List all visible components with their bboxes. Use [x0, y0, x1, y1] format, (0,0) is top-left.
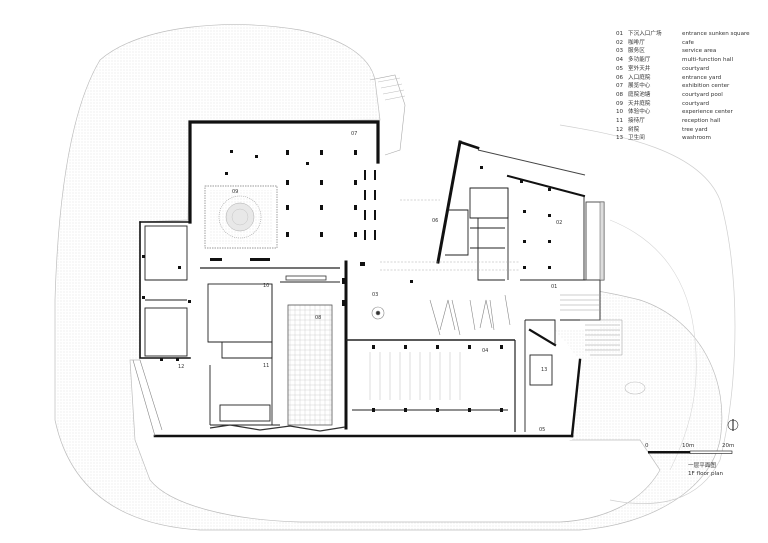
legend-num: 05: [616, 65, 624, 72]
legend-en: courtyard pool: [682, 91, 723, 98]
room-label-05: 05: [539, 427, 545, 433]
legend-item: 11 接待厅 reception hall: [616, 117, 750, 126]
columns: [142, 150, 551, 412]
tree-yard-edge: [132, 359, 163, 437]
room-label-11: 11: [263, 363, 269, 369]
legend-zh: 体验中心: [628, 109, 651, 116]
legend-item: 05 室外天井 courtyard: [616, 65, 750, 74]
legend-zh: 庭院池塘: [628, 91, 651, 98]
legend-item: 01 下沉入口广场 entrance sunken square: [616, 30, 750, 39]
legend-en: tree yard: [682, 126, 708, 133]
legend-zh: 接待厅: [628, 118, 645, 125]
caption-en: 1F floor plan: [688, 471, 724, 477]
legend-item: 08 庭院池塘 courtyard pool: [616, 91, 750, 100]
dashed-lines: [380, 199, 520, 271]
legend-zh: 咖啡厅: [628, 39, 645, 46]
legend-item: 02 咖啡厅 cafe: [616, 39, 750, 48]
legend-num: 12: [616, 126, 624, 133]
legend-en: experience center: [682, 109, 733, 116]
legend-num: 08: [616, 91, 624, 98]
exterior-walls: [139, 120, 586, 438]
legend-item: 07 展览中心 exhibition center: [616, 82, 750, 91]
legend-num: 13: [616, 135, 624, 142]
legend-zh: 树院: [628, 126, 640, 133]
pool-edge: [285, 275, 327, 281]
room-labels: 01 02 03 04 05 06 07 08 09 10 11 12 13: [178, 131, 562, 433]
legend-item: 12 树院 tree yard: [616, 126, 750, 135]
room-label-07: 07: [351, 131, 357, 137]
legend-num: 07: [616, 83, 624, 90]
legend-item: 03 服务区 service area: [616, 47, 750, 56]
legend-zh: 服务区: [628, 48, 645, 55]
sunken-square-stairs: [560, 294, 623, 356]
room-label-10: 10: [263, 283, 269, 289]
drawing-caption: 一层平面图 1F floor plan: [688, 462, 723, 478]
legend-item: 10 体验中心 experience center: [616, 108, 750, 117]
legend-num: 04: [616, 57, 624, 64]
scale-label-20m: 20m: [722, 443, 734, 449]
scale-bar: 0 10m 20m: [645, 443, 734, 454]
legend-item: 09 天井庭院 courtyard: [616, 100, 750, 109]
legend-en: washroom: [682, 135, 711, 142]
site-boundary-east-inner: [609, 219, 697, 471]
legend-num: 06: [616, 74, 624, 81]
legend-zh: 卫生间: [628, 135, 645, 142]
legend-zh: 天井庭院: [628, 100, 651, 107]
legend-en: courtyard: [682, 65, 710, 72]
room-label-08: 08: [315, 315, 321, 321]
room-label-03: 03: [372, 292, 378, 298]
legend-num: 11: [616, 118, 624, 125]
room-label-06: 06: [432, 218, 438, 224]
legend-item: 04 多功能厅 multi-function hall: [616, 56, 750, 65]
courtyard-09: [204, 185, 278, 249]
legend-item: 06 入口庭院 entrance yard: [616, 74, 750, 83]
scale-label-10m: 10m: [682, 443, 694, 449]
hall-seating: [369, 352, 461, 400]
room-label-01: 01: [551, 284, 557, 290]
legend-zh: 入口庭院: [628, 74, 651, 81]
room-label-04: 04: [482, 348, 488, 354]
legend-en: entrance yard: [682, 74, 722, 81]
cafe-glazing: [477, 149, 605, 281]
legend-num: 10: [616, 109, 624, 116]
landscape-ellipse: [624, 381, 646, 395]
legend-num: 02: [616, 39, 624, 46]
legend-zh: 下沉入口广场: [628, 31, 662, 37]
legend-zh: 室外天井: [628, 65, 651, 72]
ramp-lines: [377, 77, 406, 101]
room-label-13: 13: [541, 367, 547, 373]
scale-label-0: 0: [645, 443, 649, 449]
room-label-02: 02: [556, 220, 562, 226]
legend-en: courtyard: [682, 100, 710, 107]
legend-num: 01: [616, 31, 624, 37]
courtyard-pool-08: [287, 304, 333, 426]
legend-item: 13 卫生间 washroom: [616, 134, 750, 143]
room-label-12: 12: [178, 364, 184, 370]
legend-zh: 多功能厅: [628, 57, 651, 64]
legend-zh: 展览中心: [628, 83, 651, 90]
north-arrow-icon: [727, 419, 739, 431]
stair-landscape: [369, 74, 406, 156]
legend-en: cafe: [682, 39, 694, 46]
legend-en: service area: [682, 48, 717, 55]
service-area-furniture: [371, 294, 511, 336]
room-label-09: 09: [232, 189, 238, 195]
legend-en: entrance sunken square: [682, 31, 750, 37]
south-rock-edge: [209, 424, 346, 432]
legend-num: 03: [616, 48, 624, 55]
legend-en: exhibition center: [682, 83, 730, 90]
legend-num: 09: [616, 100, 624, 107]
legend-en: multi-function hall: [682, 57, 734, 64]
caption-zh: 一层平面图: [688, 463, 716, 469]
site-boundary-east: [559, 124, 736, 504]
legend-en: reception hall: [682, 118, 721, 125]
